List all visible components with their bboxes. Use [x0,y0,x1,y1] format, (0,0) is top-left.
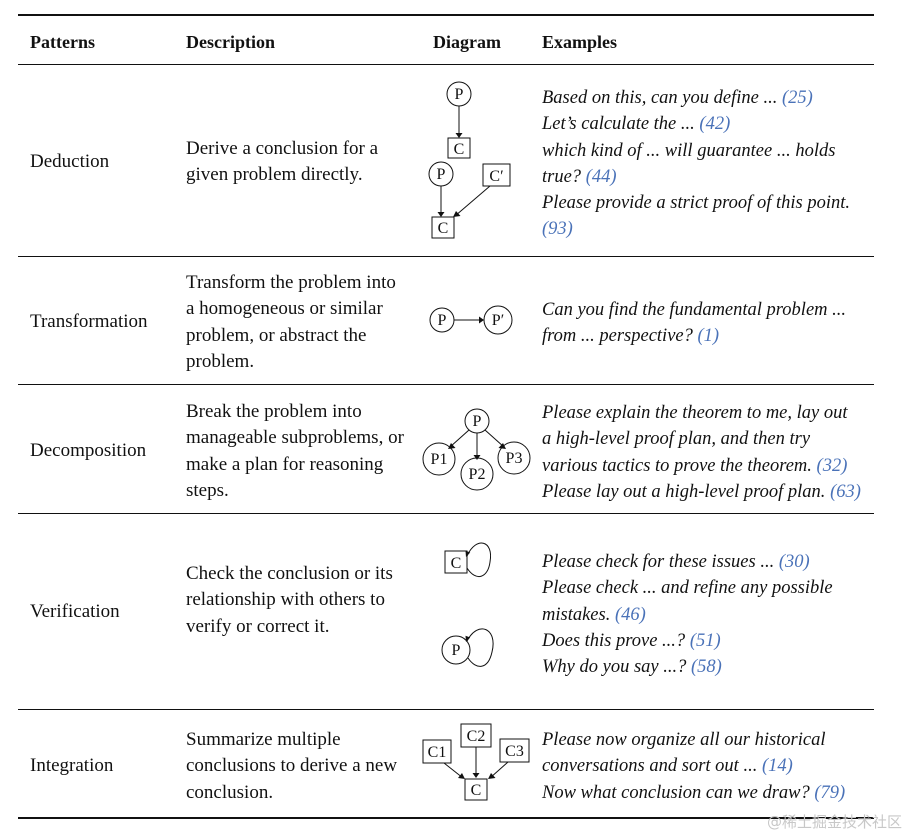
node-label: P [455,86,464,103]
node-label: P [452,642,461,659]
node-p2 [460,457,494,491]
citation-ref[interactable]: (42) [699,114,731,135]
description-integration: Summarize multiple conclusions to derive… [186,729,398,803]
node-p-prime [483,305,513,335]
node-label: C [454,141,465,158]
example-line: Let’s calculate the ... (42) [542,114,731,135]
description-verification: Check the conclusion or its relationship… [186,563,393,637]
self-loop [466,542,492,577]
node-c3 [499,738,530,763]
decomposition-diagram: P P1 P2 P3 [422,408,531,491]
citation-ref[interactable]: (1) [697,326,720,347]
row-divider [18,384,874,385]
examples-integration: Please now organize all our historical c… [542,727,872,806]
pattern-deduction: Deduction [30,151,110,172]
node-c [444,550,468,574]
example-line: which kind of ... will guarantee ... hol… [542,140,836,161]
citation-ref[interactable]: (14) [761,756,793,777]
node-p1 [422,442,456,476]
node-label: P′ [492,312,504,329]
example-line: Please now organize all our historical [542,730,826,750]
description-decomposition: Break the problem into manageable subpro… [186,401,404,501]
table-bottom-rule [18,817,874,819]
citation-ref[interactable]: (93) [542,219,573,240]
examples-deduction: Based on this, can you define ... (25) L… [542,85,872,243]
row-divider [18,709,874,710]
header-rule [18,64,874,65]
citation-ref[interactable]: (46) [614,604,646,625]
node-label: C2 [467,728,486,745]
integration-diagram: C2 C1 C3 C [422,723,530,801]
examples-transformation: Can you find the fundamental problem ...… [542,297,872,350]
example-line: Please provide a strict proof of this po… [542,193,850,214]
citation-ref[interactable]: (63) [830,481,861,502]
examples-verification: Please check for these issues ... (30) P… [542,549,872,680]
example-line: various tactics to prove the theorem. (3… [542,455,848,476]
node-label: C [451,555,462,572]
example-line: Please check ... and refine any possible [542,578,833,599]
pattern-transformation: Transformation [30,311,148,332]
self-loop [466,628,494,667]
citation-ref[interactable]: (44) [585,166,617,187]
node-label: P3 [506,450,523,467]
citation-ref[interactable]: (58) [691,657,722,678]
example-line: (93) [542,216,872,242]
node-c [431,216,455,239]
row-divider [18,256,874,257]
citation-ref[interactable]: (30) [778,552,810,572]
citation-ref[interactable]: (51) [689,630,721,651]
citation-ref[interactable]: (25) [781,88,813,108]
node-label: C [438,220,449,237]
example-line: conversations and sort out ... (14) [542,756,793,777]
example-line: Why do you say ...? (58) [542,657,722,678]
example-line: Please explain the theorem to me, lay ou… [542,403,848,423]
example-line: Does this prove ...? (51) [542,630,721,651]
node-c [464,778,488,801]
transformation-diagram: P P′ [429,305,513,335]
description-transformation: Transform the problem into a homogeneous… [186,272,396,372]
verification-diagram: C P [441,542,494,667]
citation-ref[interactable]: (32) [816,455,848,476]
node-label: P [438,312,447,329]
pattern-verification: Verification [30,601,120,622]
header-patterns: Patterns [30,32,95,52]
watermark: @稀土掘金技术社区 [766,813,902,831]
example-line: Based on this, can you define ... (25) [542,88,813,108]
table-top-rule [18,14,874,16]
example-line: Now what conclusion can we draw? (79) [542,782,846,803]
node-c-prime [482,163,511,187]
row-divider [18,513,874,514]
example-line: Please check for these issues ... (30) [542,552,810,572]
node-label: C3 [505,743,524,760]
example-line: Can you find the fundamental problem ... [542,300,847,320]
node-label: P2 [469,466,486,483]
example-line: true? (44) [542,166,617,187]
node-label: C [471,782,482,799]
header-description: Description [186,32,275,52]
pattern-decomposition: Decomposition [30,440,147,461]
node-label: P [437,166,446,183]
example-line: Please lay out a high-level proof plan. … [542,481,861,502]
node-label: C1 [428,744,447,761]
pattern-integration: Integration [30,755,114,776]
node-label: P1 [431,451,448,468]
node-p [441,635,471,665]
deduction-diagram: P C P C′ C [428,81,511,239]
example-line: mistakes. (46) [542,604,646,625]
node-c [447,137,471,159]
example-line: a high-level proof plan, and then try [542,429,811,450]
examples-decomposition: Please explain the theorem to me, lay ou… [542,400,872,505]
header-examples: Examples [542,32,618,52]
header-diagram: Diagram [433,32,501,52]
node-label: P [473,413,482,430]
node-label: C′ [489,168,503,185]
node-c1 [422,739,452,764]
citation-ref[interactable]: (79) [814,782,846,803]
node-p3 [497,441,531,475]
description-deduction: Derive a conclusion for a given problem … [186,138,379,186]
example-line: from ... perspective? (1) [542,326,720,347]
